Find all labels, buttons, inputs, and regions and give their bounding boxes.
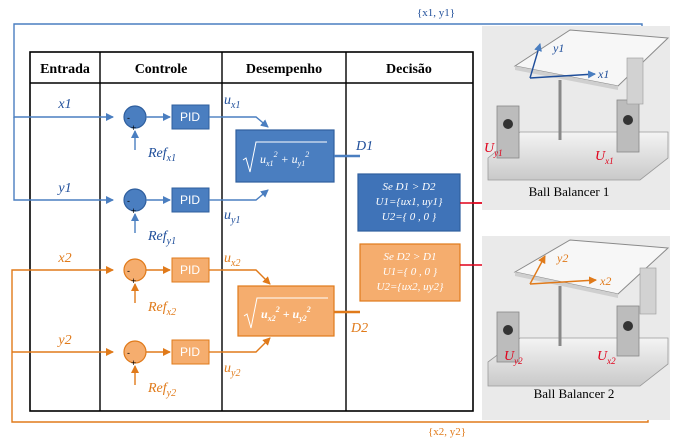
decision2-line2: U1={ 0 , 0 } (383, 266, 438, 278)
header-controle: Controle (135, 62, 188, 77)
d2-label: D2 (350, 321, 368, 336)
bb2-ux-label: Ux2 (597, 349, 616, 366)
control-row-y1: - + PID Refy1 uy1 (123, 187, 269, 247)
decision2-line3: U2={ux2, uy2} (377, 281, 445, 293)
bb2-name: Ball Balancer 2 (534, 386, 615, 401)
bb1-axis-x: x1 (597, 67, 609, 81)
bb2-axis-y: y2 (556, 251, 568, 265)
decision1-line2: U1={ux1, uy1} (376, 196, 444, 208)
svg-text:+: + (131, 123, 136, 133)
svg-text:+: + (131, 206, 136, 216)
pid-block-y2 (171, 339, 210, 365)
decision-block-2: Se D2 > D1 U1={ 0 , 0 } U2={ux2, uy2} (359, 243, 461, 302)
pid-label-y2: PID (180, 345, 200, 359)
bb2-axis-x: x2 (599, 274, 611, 288)
bb1-axis-y: y1 (552, 41, 564, 55)
svg-text:+: + (131, 358, 136, 368)
svg-text:-: - (127, 113, 130, 123)
control-row-x1: - + PID Refx1 ux1 (123, 93, 269, 164)
ref-y2-label: Refy2 (147, 381, 176, 399)
table-frame (29, 51, 474, 412)
loop-label-top: {x1, y1} (417, 7, 455, 19)
d1-label: D1 (355, 139, 373, 154)
bb2-uy-label: Uy2 (504, 349, 523, 366)
control-row-y2: - + PID Refy2 uy2 (123, 337, 271, 399)
pid-block-x2 (171, 257, 210, 283)
input-x1: x1 (57, 97, 71, 112)
ball-balancer-1: y1 x1 Uy1 Ux1 Ball Balancer 1 (482, 26, 670, 210)
svg-text:-: - (127, 196, 130, 206)
ref-x2-label: Refx2 (147, 300, 176, 318)
header-desempenho: Desempenho (246, 62, 322, 77)
output-uy2: uy2 (224, 361, 240, 379)
performance-block-1: ux12 + uy12 (235, 129, 360, 183)
bb1-ux-label: Ux1 (595, 149, 614, 166)
output-uy1: uy1 (224, 208, 240, 226)
pid-label-x2: PID (180, 263, 200, 277)
bb1-name: Ball Balancer 1 (529, 184, 610, 199)
ball-balancer-2: y2 x2 Uy2 Ux2 Ball Balancer 2 (482, 236, 670, 420)
pid-label-y1: PID (180, 193, 200, 207)
decision1-line1: Se D1 > D2 (383, 181, 436, 193)
decision2-line1: Se D2 > D1 (384, 251, 437, 263)
decision1-line3: U2={ 0 , 0 } (382, 211, 437, 223)
output-ux2: ux2 (224, 251, 240, 269)
output-ux1: ux1 (224, 93, 240, 111)
svg-text:-: - (127, 266, 130, 276)
decision-block-1: Se D1 > D2 U1={ux1, uy1} U2={ 0 , 0 } (357, 173, 461, 232)
bb1-uy-label: Uy1 (484, 141, 503, 158)
header-entrada: Entrada (40, 62, 90, 77)
header-decisao: Decisão (386, 62, 432, 77)
svg-text:+: + (131, 276, 136, 286)
loop-label-bottom: {x2, y2} (428, 426, 466, 438)
input-x2: x2 (57, 251, 71, 266)
input-y2: y2 (56, 333, 71, 348)
input-y1: y1 (56, 181, 71, 196)
ref-x1-label: Refx1 (147, 146, 176, 164)
control-row-x2: - + PID Refx2 ux2 (123, 251, 271, 318)
performance-block-2: ux22 + uy22 (237, 285, 360, 337)
ref-y1-label: Refy1 (147, 229, 176, 247)
svg-text:-: - (127, 348, 130, 358)
pid-label-x1: PID (180, 110, 200, 124)
